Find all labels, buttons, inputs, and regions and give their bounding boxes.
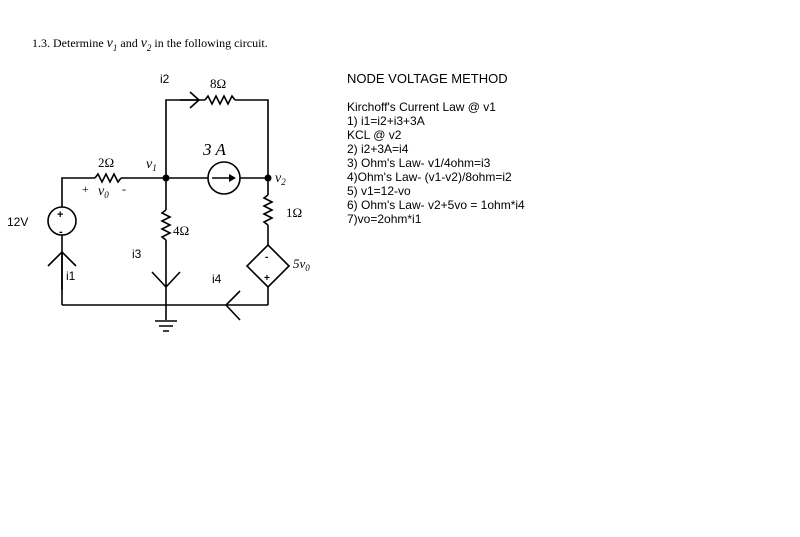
- current-source-3a: [207, 161, 241, 195]
- notes-line: 7)vo=2ohm*i1: [347, 212, 422, 226]
- solution-notes: NODE VOLTAGE METHOD Kirchoff's Current L…: [347, 71, 525, 227]
- label-i3: i3: [132, 247, 142, 261]
- label-i1: i1: [66, 269, 76, 283]
- label-vo: v0: [98, 184, 109, 200]
- wire-top-left: [165, 99, 205, 178]
- label-3a: 3 A: [202, 140, 226, 159]
- title-prefix: 1.3. Determine: [32, 36, 104, 50]
- notes-line: 3) Ohm's Law- v1/4ohm=i3: [347, 156, 491, 170]
- label-src-minus: -: [59, 226, 63, 238]
- dependent-voltage-source: [245, 243, 291, 289]
- wire-top-right: [235, 99, 269, 195]
- notes-line: 5) v1=12-vo: [347, 184, 411, 198]
- title-suffix: in the following circuit.: [154, 36, 268, 50]
- label-dep-plus: +: [264, 273, 270, 284]
- resistor-1ohm: [262, 194, 274, 226]
- label-src-plus: +: [57, 209, 63, 221]
- notes-line: 1) i1=i2+i3+3A: [347, 114, 425, 128]
- notes-line: Kirchoff's Current Law @ v1: [347, 100, 496, 114]
- arrow-i4: [224, 290, 241, 321]
- label-i2: i2: [160, 72, 170, 86]
- ground-symbol: [155, 320, 177, 332]
- voltage-source-12v: [47, 206, 77, 236]
- label-12v: 12V: [7, 215, 28, 229]
- cs-arrow-head: [229, 174, 236, 182]
- label-node-v1: v1: [146, 157, 157, 173]
- label-4ohm: 4Ω: [173, 223, 189, 238]
- resistor-2ohm: [94, 172, 122, 184]
- notes-heading: NODE VOLTAGE METHOD: [347, 71, 508, 86]
- arrow-i1: [47, 250, 77, 290]
- wire-left-upper: [61, 177, 95, 207]
- node-dot-v1: [162, 174, 170, 182]
- resistor-4ohm: [160, 209, 172, 241]
- resistor-8ohm: [204, 94, 236, 106]
- label-1ohm: 1Ω: [286, 205, 302, 220]
- title-v2: v2: [140, 36, 152, 53]
- label-vo-plus: +: [82, 182, 89, 196]
- title-and: and: [120, 36, 138, 50]
- problem-title: 1.3. Determine v1 and v2 in the followin…: [32, 36, 268, 53]
- notes-line: KCL @ v2: [347, 128, 402, 142]
- notes-line: 6) Ohm's Law- v2+5vo = 1ohm*i4: [347, 198, 525, 212]
- notes-line: 4)Ohm's Law- (v1-v2)/8ohm=i2: [347, 170, 512, 184]
- arrow-i3: [151, 271, 181, 289]
- label-5vo: 5v0: [293, 256, 310, 273]
- label-i4: i4: [212, 272, 222, 286]
- label-8ohm: 8Ω: [210, 76, 226, 91]
- label-2ohm: 2Ω: [98, 155, 114, 170]
- label-node-v2: v2: [275, 171, 286, 187]
- arrow-i2: [180, 91, 201, 109]
- node-dot-v2: [264, 174, 272, 182]
- notes-line: 2) i2+3A=i4: [347, 142, 409, 156]
- title-v1: v1: [106, 36, 118, 53]
- label-vo-minus: -: [122, 182, 126, 196]
- label-dep-minus: -: [265, 252, 268, 263]
